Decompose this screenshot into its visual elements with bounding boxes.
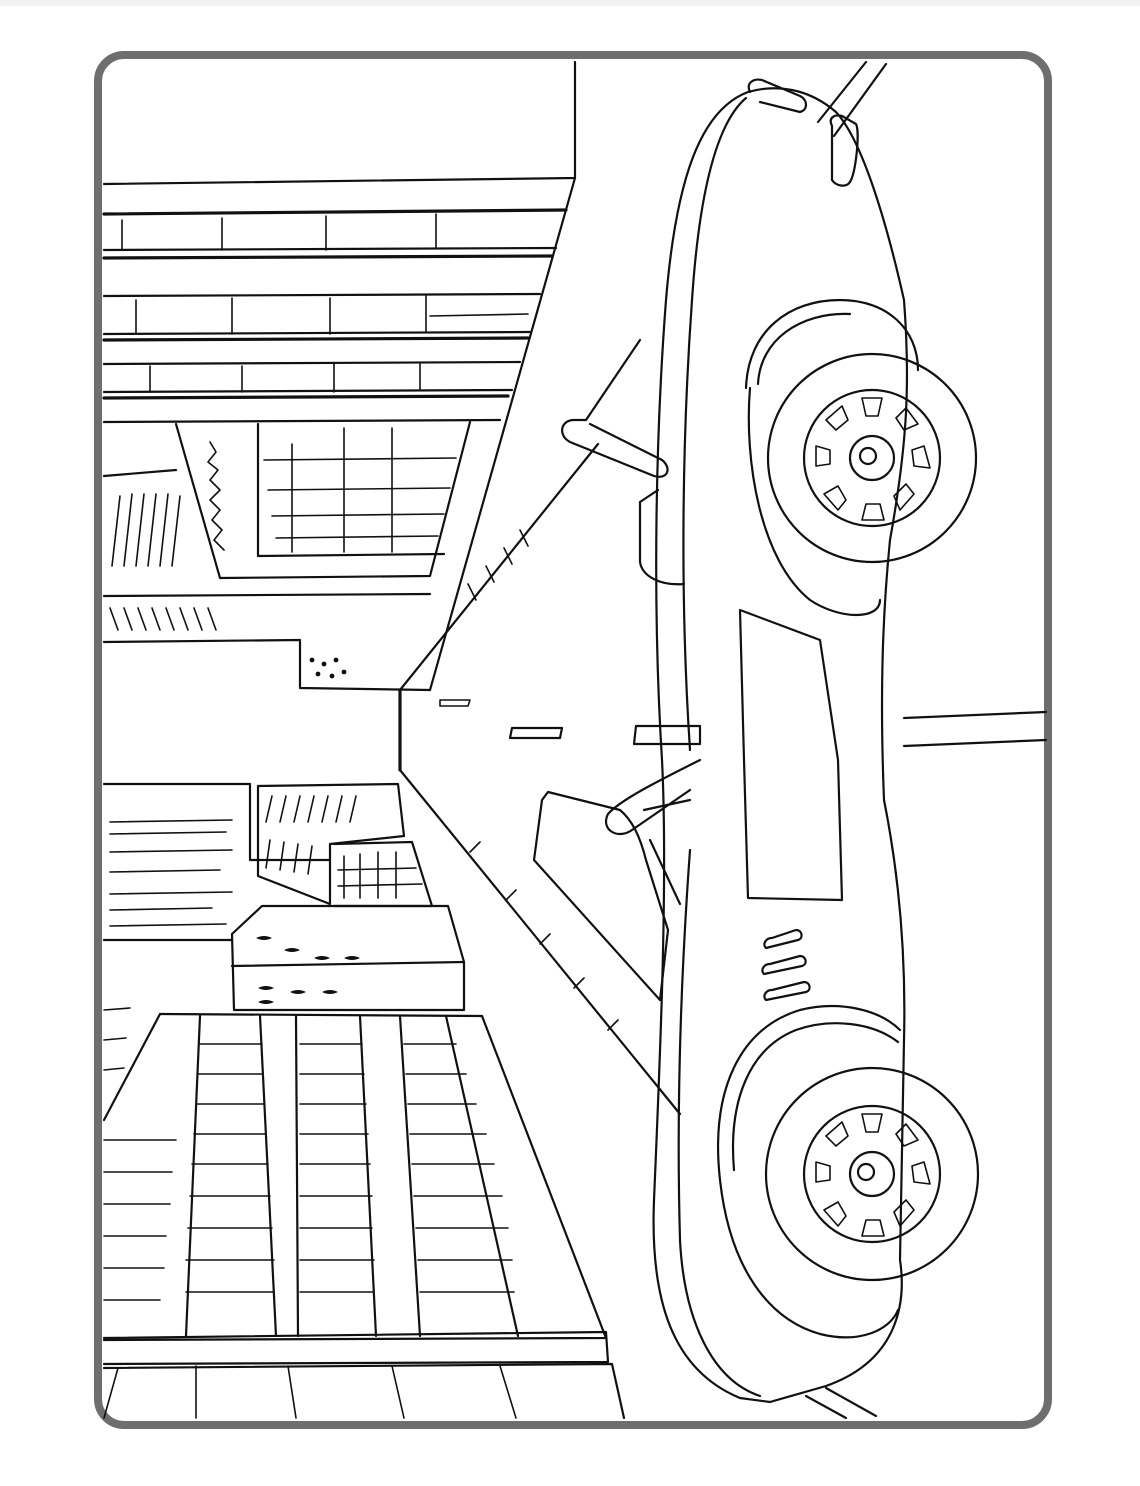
rear-wheel	[764, 1066, 980, 1282]
line-art	[102, 60, 1048, 1420]
lower-building	[102, 782, 626, 1420]
page-frame	[94, 51, 1052, 1429]
street	[398, 442, 1048, 1116]
front-wheel	[766, 352, 978, 564]
vintage-car	[532, 60, 980, 1420]
upper-building	[102, 60, 577, 692]
